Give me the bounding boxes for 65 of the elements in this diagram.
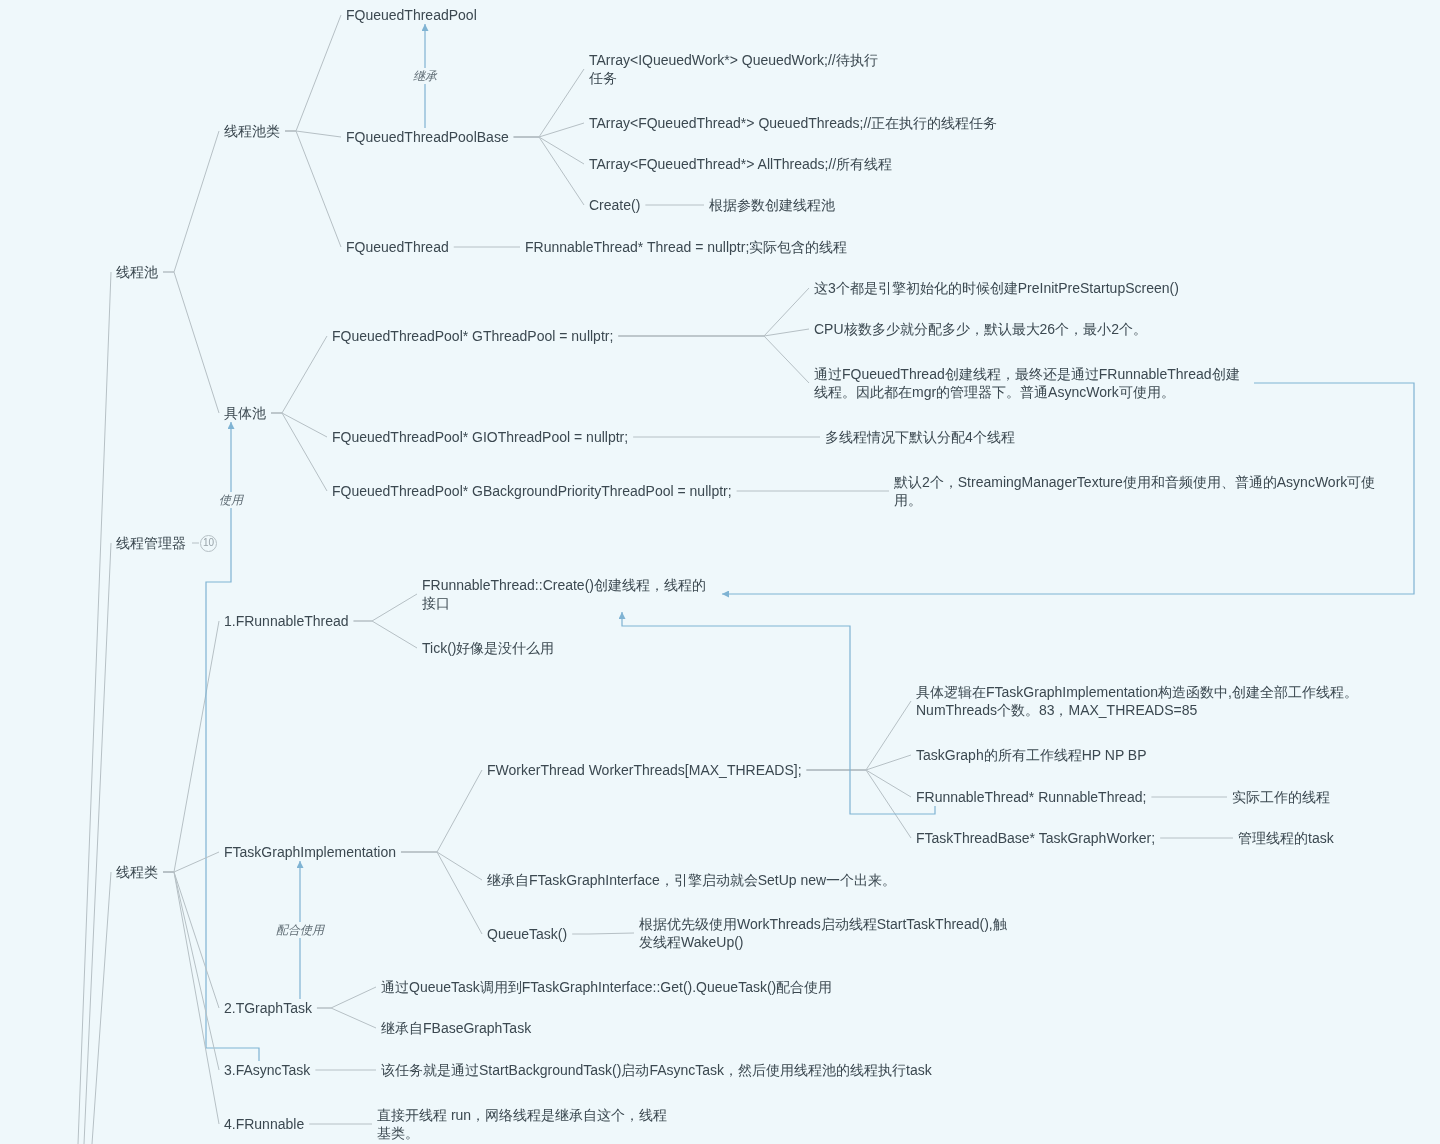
topic-text: 3.FAsyncTask [219, 1061, 316, 1079]
topic-text: 线程池 [111, 263, 163, 281]
topic-text: TArray<FQueuedThread*> QueuedThreads;//正在执行的线程任务 [584, 114, 1003, 132]
branch-line [77, 271, 112, 1144]
topic-text: FRunnableThread::Create()创建线程，线程的接口 [417, 576, 722, 612]
topic-text: Create() [584, 196, 646, 214]
topic-text: 直接开线程 run，网络线程是继承自这个，线程基类。 [372, 1106, 677, 1142]
branch-line [270, 412, 328, 492]
edge-label: 使用 [217, 492, 245, 508]
topic-text: 实际工作的线程 [1227, 788, 1335, 806]
topic-text: FTaskGraphImplementation [219, 843, 401, 861]
topic-text: FQueuedThreadPoolBase [341, 128, 514, 146]
topic-text: 默认2个，StreamingManagerTexture使用和音频使用、普通的AsyncWork可使用。 [889, 473, 1389, 509]
branch-line [316, 1007, 377, 1029]
arrow [205, 421, 260, 1062]
topic-text: 通过FQueuedThread创建线程，最终还是通过FRunnableThread创建线程。因此都在mgr的管理器下。普通AsyncWork可使用。 [809, 365, 1254, 401]
branch-line [513, 136, 585, 206]
topic-text: CPU核数多少就分配多少，默认最大26个，最小2个。 [809, 320, 1152, 338]
topic-text: 通过QueueTask调用到FTaskGraphInterface::Get().QueueTask()配合使用 [376, 978, 838, 996]
topic-text: TArray<IQueuedWork*> QueuedWork;//待执行任务 [584, 51, 889, 87]
topic-text: 线程池类 [219, 122, 285, 140]
topic-text: FQueuedThreadPool* GThreadPool = nullptr; [327, 327, 619, 345]
topic-text: FRunnableThread* RunnableThread; [911, 788, 1152, 806]
topic-text: FQueuedThreadPool* GIOThreadPool = nullptr; [327, 428, 634, 446]
edge-label: 继承 [411, 68, 439, 84]
topic-text: QueueTask() [482, 925, 573, 943]
topic-text: FTaskThreadBase* TaskGraphWorker; [911, 829, 1161, 847]
topic-text: 多线程情况下默认分配4个线程 [820, 428, 1020, 446]
topic-text: Tick()好像是没什么用 [417, 639, 560, 657]
topic-text: 线程类 [111, 863, 163, 881]
topic-text: TaskGraph的所有工作线程HP NP BP [911, 746, 1152, 764]
branch-line [91, 871, 112, 1144]
topic-text: 线程管理器 [111, 534, 191, 552]
topic-text: FWorkerThread WorkerThreads[MAX_THREADS]; [482, 761, 807, 779]
topic-text: 2.TGraphTask [219, 999, 317, 1017]
edge-label: 配合使用 [274, 922, 326, 938]
topic-text: 根据优先级使用WorkThreads启动线程StartTaskThread(),触发线程WakeUp() [634, 915, 1024, 951]
topic-text: 根据参数创建线程池 [704, 196, 840, 214]
topic-text: 具体逻辑在FTaskGraphImplementation构造函数中,创建全部工作线程。NumThreads个数。83，MAX_THREADS=85 [911, 683, 1391, 719]
arrow [721, 382, 1415, 598]
arrow [618, 611, 936, 815]
topic-text: 4.FRunnable [219, 1115, 310, 1133]
topic-text: TArray<FQueuedThread*> AllThreads;//所有线程 [584, 155, 898, 173]
topic-text: 管理线程的task [1233, 829, 1339, 847]
collapsed-count: 10 [200, 534, 218, 552]
branch-line [162, 871, 220, 1125]
topic-text: FQueuedThreadPool [341, 6, 482, 24]
branch-line [400, 851, 483, 935]
branch-line [83, 542, 112, 1144]
topic-text: 1.FRunnableThread [219, 612, 354, 630]
branch-line [617, 335, 810, 384]
branch-line [162, 271, 220, 414]
topic-text: 该任务就是通过StartBackgroundTask()启动FAsyncTask，然后使用线程池的线程执行task [376, 1061, 937, 1079]
branch-line [353, 620, 418, 649]
topic-text: FRunnableThread* Thread = nullptr;实际包含的线程 [520, 238, 853, 256]
arrow [296, 860, 304, 1000]
topic-text: FQueuedThreadPool* GBackgroundPriorityThreadPool = nullptr; [327, 482, 737, 500]
topic-text: 这3个都是引擎初始化的时候创建PreInitPreStartupScreen() [809, 279, 1184, 297]
branch-line [571, 932, 635, 935]
topic-text: FQueuedThread [341, 238, 454, 256]
topic-text: 继承自FTaskGraphInterface，引擎启动就会SetUp new一个出来。 [482, 871, 902, 889]
topic-text: 继承自FBaseGraphTask [376, 1019, 537, 1037]
topic-text: 具体池 [219, 404, 271, 422]
branch-line [806, 769, 912, 839]
branch-line [284, 130, 342, 248]
